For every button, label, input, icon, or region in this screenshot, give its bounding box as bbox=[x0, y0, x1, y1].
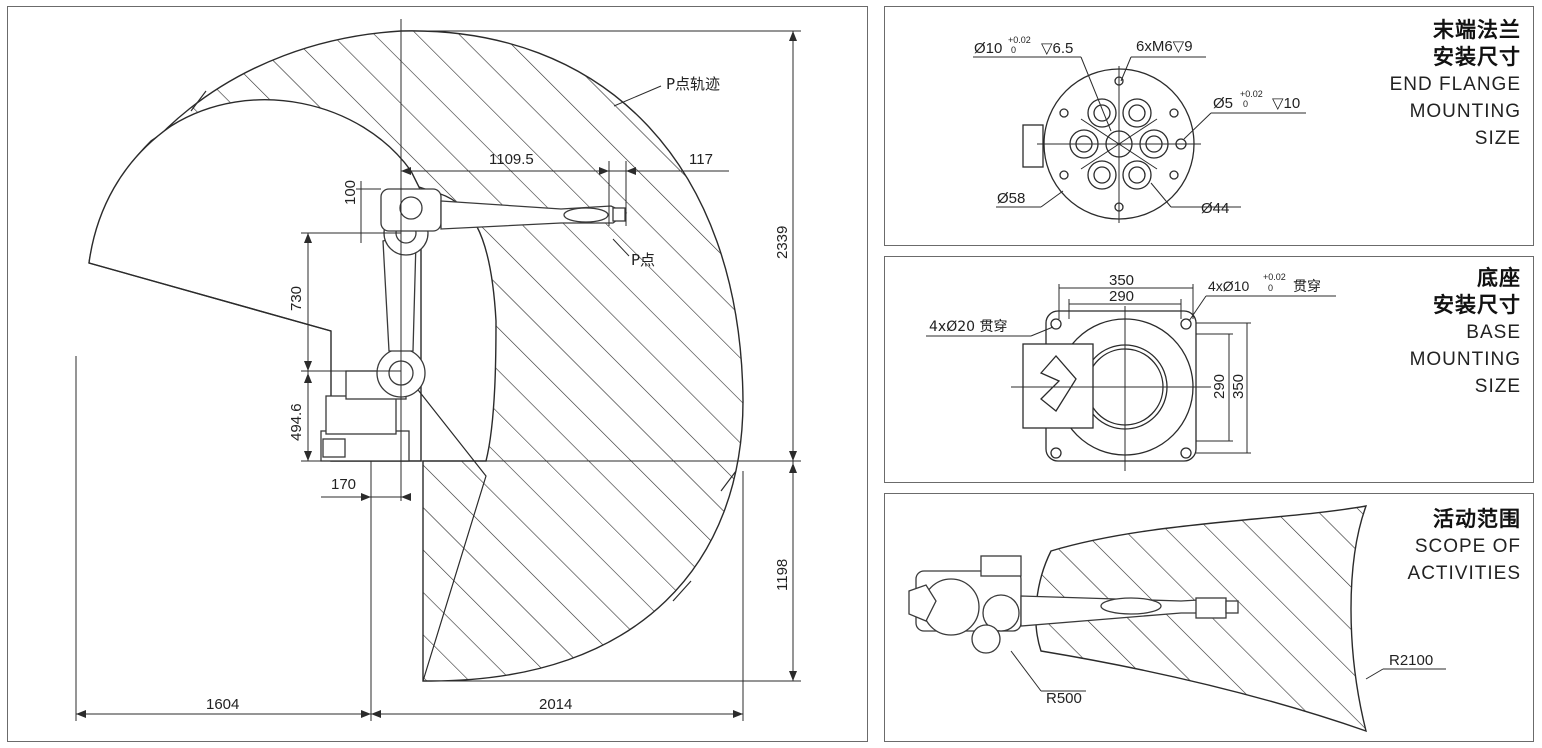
dim-holes20: 4xØ20 贯穿 bbox=[929, 319, 1007, 335]
dim-290-side: 290 bbox=[1211, 374, 1228, 399]
base-caption: 底座 安装尺寸 BASE MOUNTING SIZE bbox=[1410, 265, 1521, 400]
dim-pin5-tol-lower: 0 bbox=[1243, 99, 1248, 109]
dim-730: 730 bbox=[288, 286, 305, 311]
dim-2339: 2339 bbox=[774, 226, 791, 259]
flange-title-cn-2: 安装尺寸 bbox=[1433, 45, 1521, 69]
end-flange-caption: 末端法兰 安装尺寸 END FLANGE MOUNTING SIZE bbox=[1390, 17, 1521, 152]
dim-2014: 2014 bbox=[539, 696, 572, 713]
scope-title-en-2: ACTIVITIES bbox=[1407, 563, 1521, 584]
flange-title-en-1: END FLANGE bbox=[1389, 74, 1521, 95]
flange-title-en-3: SIZE bbox=[1474, 128, 1521, 149]
scope-caption: 活动范围 SCOPE OF ACTIVITIES bbox=[1408, 506, 1521, 587]
dim-117: 117 bbox=[689, 151, 713, 168]
dim-r500: R500 bbox=[1046, 690, 1082, 707]
dim-44: Ø44 bbox=[1201, 200, 1229, 217]
flange-title-cn-1: 末端法兰 bbox=[1433, 18, 1521, 42]
dim-holes10-tol-lower: 0 bbox=[1268, 283, 1273, 293]
dim-1604: 1604 bbox=[206, 696, 239, 713]
base-title-en-2: MOUNTING bbox=[1409, 349, 1521, 370]
dim-thread: 6xM6▽9 bbox=[1136, 38, 1193, 55]
dim-pin5-depth: ▽10 bbox=[1272, 95, 1300, 112]
dim-58: Ø58 bbox=[997, 190, 1025, 207]
label-p-trajectory: P点轨迹 bbox=[666, 75, 720, 93]
base-title-cn-1: 底座 bbox=[1477, 266, 1521, 290]
dim-350-side: 350 bbox=[1230, 374, 1247, 399]
dim-494-6: 494.6 bbox=[288, 403, 305, 441]
dim-holes10-suffix: 贯穿 bbox=[1293, 279, 1321, 295]
label-p-point: P点 bbox=[631, 251, 655, 269]
side-view-panel: 1109.5 117 2339 100 730 494.6 170 1198 1… bbox=[7, 6, 868, 742]
dim-pin10-depth: ▽6.5 bbox=[1041, 40, 1073, 57]
dim-holes10-tol-upper: +0.02 bbox=[1263, 272, 1286, 282]
dim-pin10-tol-upper: +0.02 bbox=[1008, 35, 1031, 45]
scope-panel: R500 R2100 活动范围 SCOPE OF ACTIVITIES bbox=[884, 493, 1534, 742]
robot-top-view bbox=[908, 555, 1239, 654]
base-title-cn-2: 安装尺寸 bbox=[1433, 293, 1521, 317]
dimension-lines bbox=[75, 19, 801, 721]
side-view-drawing: 1109.5 117 2339 100 730 494.6 170 1198 1… bbox=[75, 19, 801, 721]
dim-170: 170 bbox=[331, 476, 356, 493]
dim-r2100: R2100 bbox=[1389, 652, 1433, 669]
dim-holes10-prefix: 4xØ10 bbox=[1208, 278, 1249, 294]
dim-1198: 1198 bbox=[774, 559, 791, 591]
end-flange-panel: Ø10 +0.02 0 ▽6.5 6xM6▽9 Ø5 +0.02 0 ▽10 Ø… bbox=[884, 6, 1534, 246]
dim-100: 100 bbox=[342, 180, 359, 205]
end-flange-drawing: Ø10 +0.02 0 ▽6.5 6xM6▽9 Ø5 +0.02 0 ▽10 Ø… bbox=[973, 35, 1306, 223]
dim-290-top: 290 bbox=[1109, 288, 1134, 305]
dimension-arrows bbox=[76, 31, 797, 718]
dim-pin5-prefix: Ø5 bbox=[1213, 95, 1233, 112]
dim-350-top: 350 bbox=[1109, 272, 1134, 289]
dim-pin10-tol-lower: 0 bbox=[1011, 45, 1016, 55]
base-title-en-1: BASE bbox=[1466, 322, 1521, 343]
scope-title-en-1: SCOPE OF bbox=[1414, 536, 1521, 557]
base-mounting-drawing: 350 290 290 350 4xØ20 贯穿 4xØ10 +0.02 0 贯… bbox=[926, 272, 1336, 471]
dim-1109-5: 1109.5 bbox=[489, 151, 534, 168]
scope-title-cn-1: 活动范围 bbox=[1433, 507, 1521, 531]
dim-pin5-tol-upper: +0.02 bbox=[1240, 89, 1263, 99]
base-title-en-3: SIZE bbox=[1474, 376, 1521, 397]
flange-title-en-2: MOUNTING bbox=[1409, 101, 1521, 122]
dim-pin10-prefix: Ø10 bbox=[974, 40, 1002, 57]
scope-drawing: R500 R2100 bbox=[908, 505, 1446, 733]
base-mounting-panel: 350 290 290 350 4xØ20 贯穿 4xØ10 +0.02 0 贯… bbox=[884, 256, 1534, 483]
